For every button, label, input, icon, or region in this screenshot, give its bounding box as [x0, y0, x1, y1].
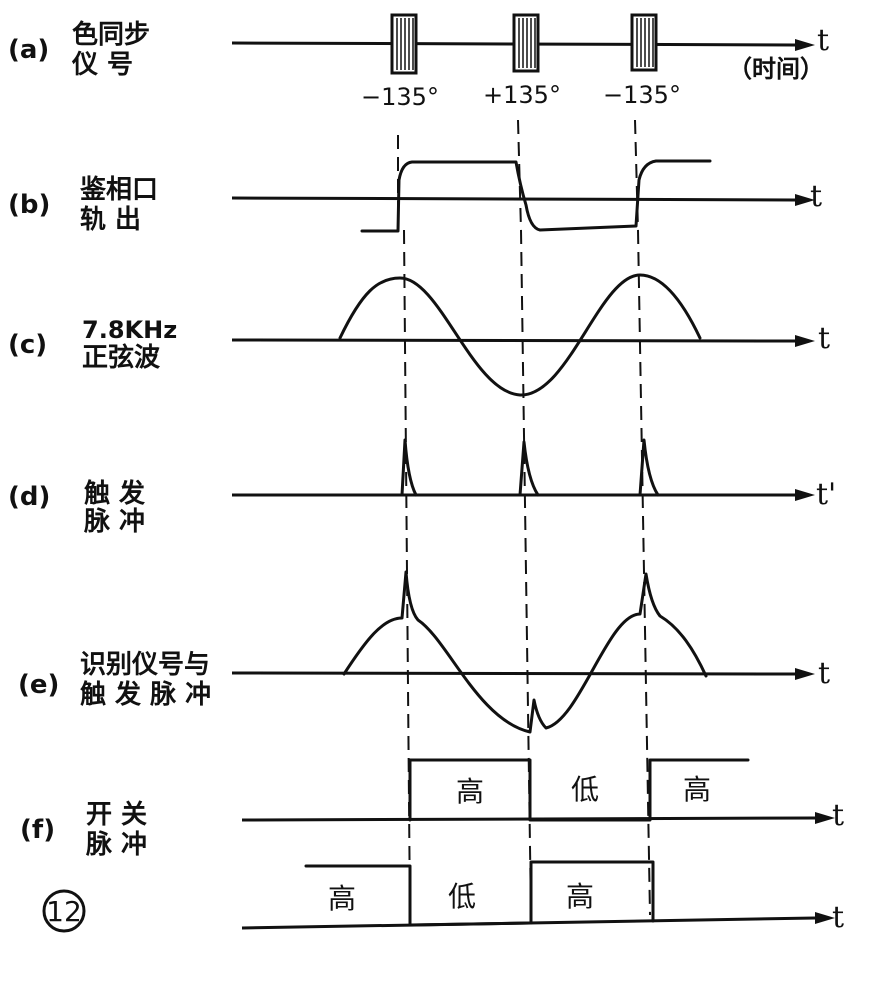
row-d-tag: (d) — [8, 482, 50, 512]
row-c-tag: (c) — [8, 330, 47, 360]
burst-1-box — [390, 13, 418, 75]
row-d-axis-label: t' — [816, 477, 836, 512]
row-b-waveform — [360, 159, 712, 233]
row-e-label: (e) 识别仪号与 触 发 脉 冲 — [18, 650, 211, 710]
row-f-signal: t 高 低 高 — [241, 758, 844, 833]
row-d-label: (d) 触 发 脉 冲 — [8, 478, 145, 537]
row-a-axis-label: t — [817, 23, 829, 58]
burst-3-hatch — [636, 18, 654, 67]
row-a-extra: （时间） — [728, 55, 824, 83]
row-f-level-1: 高 — [456, 775, 484, 808]
row-g-waveform — [304, 860, 655, 927]
row-c-arrow — [795, 335, 815, 347]
row-b-tag: (b) — [8, 190, 50, 220]
row-c-line1: 7.8KHz — [82, 316, 177, 344]
burst-3 — [630, 13, 658, 72]
row-b-line1: 鉴相口 — [79, 175, 158, 205]
row-g-arrow — [815, 912, 835, 924]
row-c-signal: t — [231, 273, 830, 397]
burst-1-hatch — [396, 18, 414, 70]
row-f-line1: 开 关 — [86, 800, 147, 830]
row-a-tag: (a) — [8, 35, 49, 65]
figure-number: 12 — [46, 895, 82, 928]
burst-2-box — [512, 13, 540, 73]
row-f-level-3: 高 — [683, 773, 711, 806]
row-b-signal: t — [231, 159, 822, 233]
trigger-pulse-3 — [638, 438, 660, 497]
row-e-arrow — [795, 668, 815, 680]
row-c-axis — [231, 338, 796, 343]
row-a-signal: t （时间） −135° +135° −135° — [231, 13, 829, 111]
burst-1 — [390, 13, 418, 75]
guide-2 — [520, 229, 532, 916]
guide-3 — [637, 229, 651, 916]
row-e-signal: t — [231, 570, 830, 734]
burst-2-angle: +135° — [483, 81, 561, 109]
row-f-waveform — [408, 758, 750, 822]
row-b-arrow — [795, 194, 815, 206]
row-f-label: (f) 开 关 脉 冲 — [20, 800, 147, 860]
burst-1-angle: −135° — [361, 83, 439, 111]
row-g-level-1: 高 — [328, 882, 356, 915]
burst-2-hatch — [518, 18, 536, 68]
row-e-axis — [231, 671, 796, 676]
row-b-line2: 轨 出 — [80, 205, 141, 235]
row-b-label: (b) 鉴相口 轨 出 — [8, 175, 158, 235]
row-g-level-2: 低 — [448, 880, 476, 913]
trigger-pulse-2 — [518, 440, 540, 497]
row-e-tag: (e) — [18, 670, 59, 700]
row-d-line2: 脉 冲 — [84, 507, 145, 537]
row-g-level-3: 高 — [566, 880, 594, 913]
row-d-arrow — [795, 489, 815, 501]
row-f-axis-label: t — [832, 798, 844, 833]
row-f-tag: (f) — [20, 815, 55, 845]
figure-number-circle — [42, 889, 86, 933]
row-c-waveform — [338, 273, 702, 397]
row-c-line2: 正弦波 — [82, 343, 161, 373]
row-f-line2: 脉 冲 — [86, 830, 147, 860]
row-a-arrow — [795, 39, 815, 51]
row-e-line2: 触 发 脉 冲 — [80, 679, 211, 710]
row-e-waveform — [342, 570, 708, 734]
row-d-signal: t' — [232, 438, 836, 512]
row-f-arrow — [815, 812, 835, 824]
row-c-label: (c) 7.8KHz 正弦波 — [8, 316, 177, 373]
burst-3-box — [630, 13, 658, 72]
trigger-pulse-1 — [400, 438, 418, 497]
burst-2 — [512, 13, 540, 73]
row-g-axis-label: t — [832, 900, 844, 935]
dashed-guides — [397, 119, 651, 916]
row-g-signal: t 高 低 高 — [241, 860, 844, 935]
row-e-line1: 识别仪号与 — [80, 650, 210, 680]
row-a-label: (a) 色同步 仪 号 — [8, 19, 150, 80]
figure-number-badge: 12 — [42, 889, 86, 933]
row-d-line1: 触 发 — [84, 478, 145, 509]
row-a-line1: 色同步 — [72, 19, 150, 50]
row-b-axis — [231, 196, 796, 202]
row-e-axis-label: t — [818, 656, 830, 691]
burst-3-angle: −135° — [603, 81, 681, 109]
row-a-line2: 仪 号 — [71, 50, 133, 80]
row-c-axis-label: t — [818, 321, 830, 356]
row-f-level-2: 低 — [571, 773, 599, 806]
row-b-axis-label: t — [810, 179, 822, 214]
